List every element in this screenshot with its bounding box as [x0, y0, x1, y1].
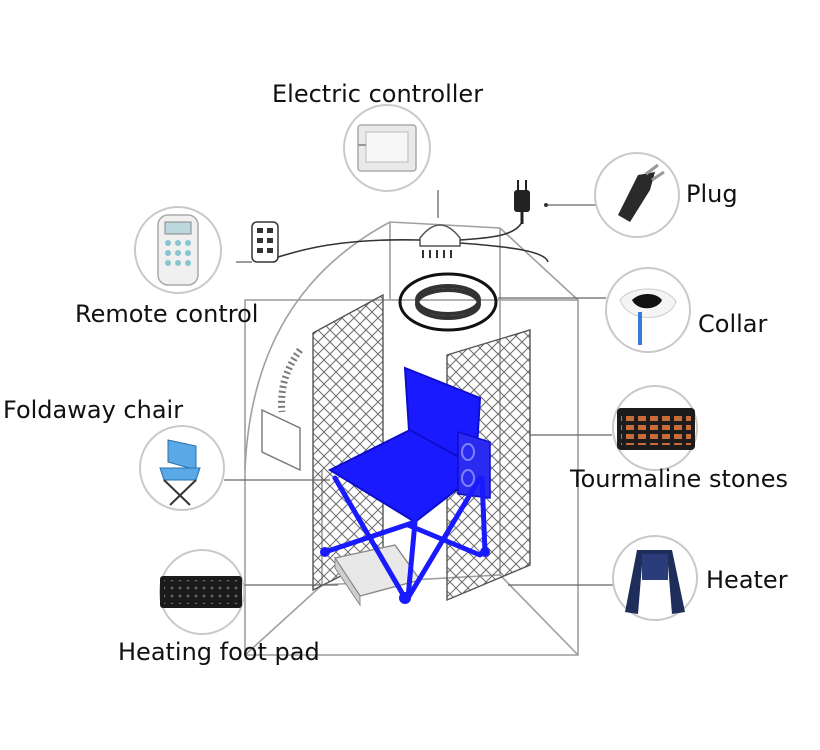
label-foldaway-chair: Foldaway chair: [3, 396, 184, 424]
callout-tourmaline-stones: [612, 385, 698, 471]
tent-top-edge: [389, 221, 579, 301]
callout-remote-control: [134, 206, 222, 294]
label-heater: Heater: [706, 566, 788, 594]
steam-hose: [278, 347, 303, 413]
blue-chair: [320, 366, 491, 604]
collar-ring: [398, 272, 498, 332]
label-electric-controller: Electric controller: [272, 80, 484, 108]
label-heating-foot-pad: Heating foot pad: [118, 638, 320, 666]
remote-cable: [274, 238, 421, 259]
tent-floor-left: [244, 470, 323, 656]
controller-box: [419, 224, 461, 258]
callout-heater: [612, 535, 698, 621]
tent-front-face: [244, 299, 579, 656]
remote-on-cable: [251, 221, 279, 263]
callout-heating-foot-pad: [159, 549, 245, 635]
callout-collar: [605, 267, 691, 353]
callout-plug: [594, 152, 680, 238]
label-tourmaline-stones: Tourmaline stones: [570, 465, 789, 493]
label-remote-control: Remote control: [75, 300, 259, 328]
callout-electric-controller: [343, 104, 431, 192]
wall-panel: [261, 408, 301, 472]
leader-lines: [224, 190, 614, 586]
callout-foldaway-chair: [139, 425, 225, 511]
plug-icon: [514, 180, 530, 224]
label-collar: Collar: [698, 310, 768, 338]
label-plug: Plug: [686, 180, 738, 208]
plug-cable: [459, 221, 523, 241]
